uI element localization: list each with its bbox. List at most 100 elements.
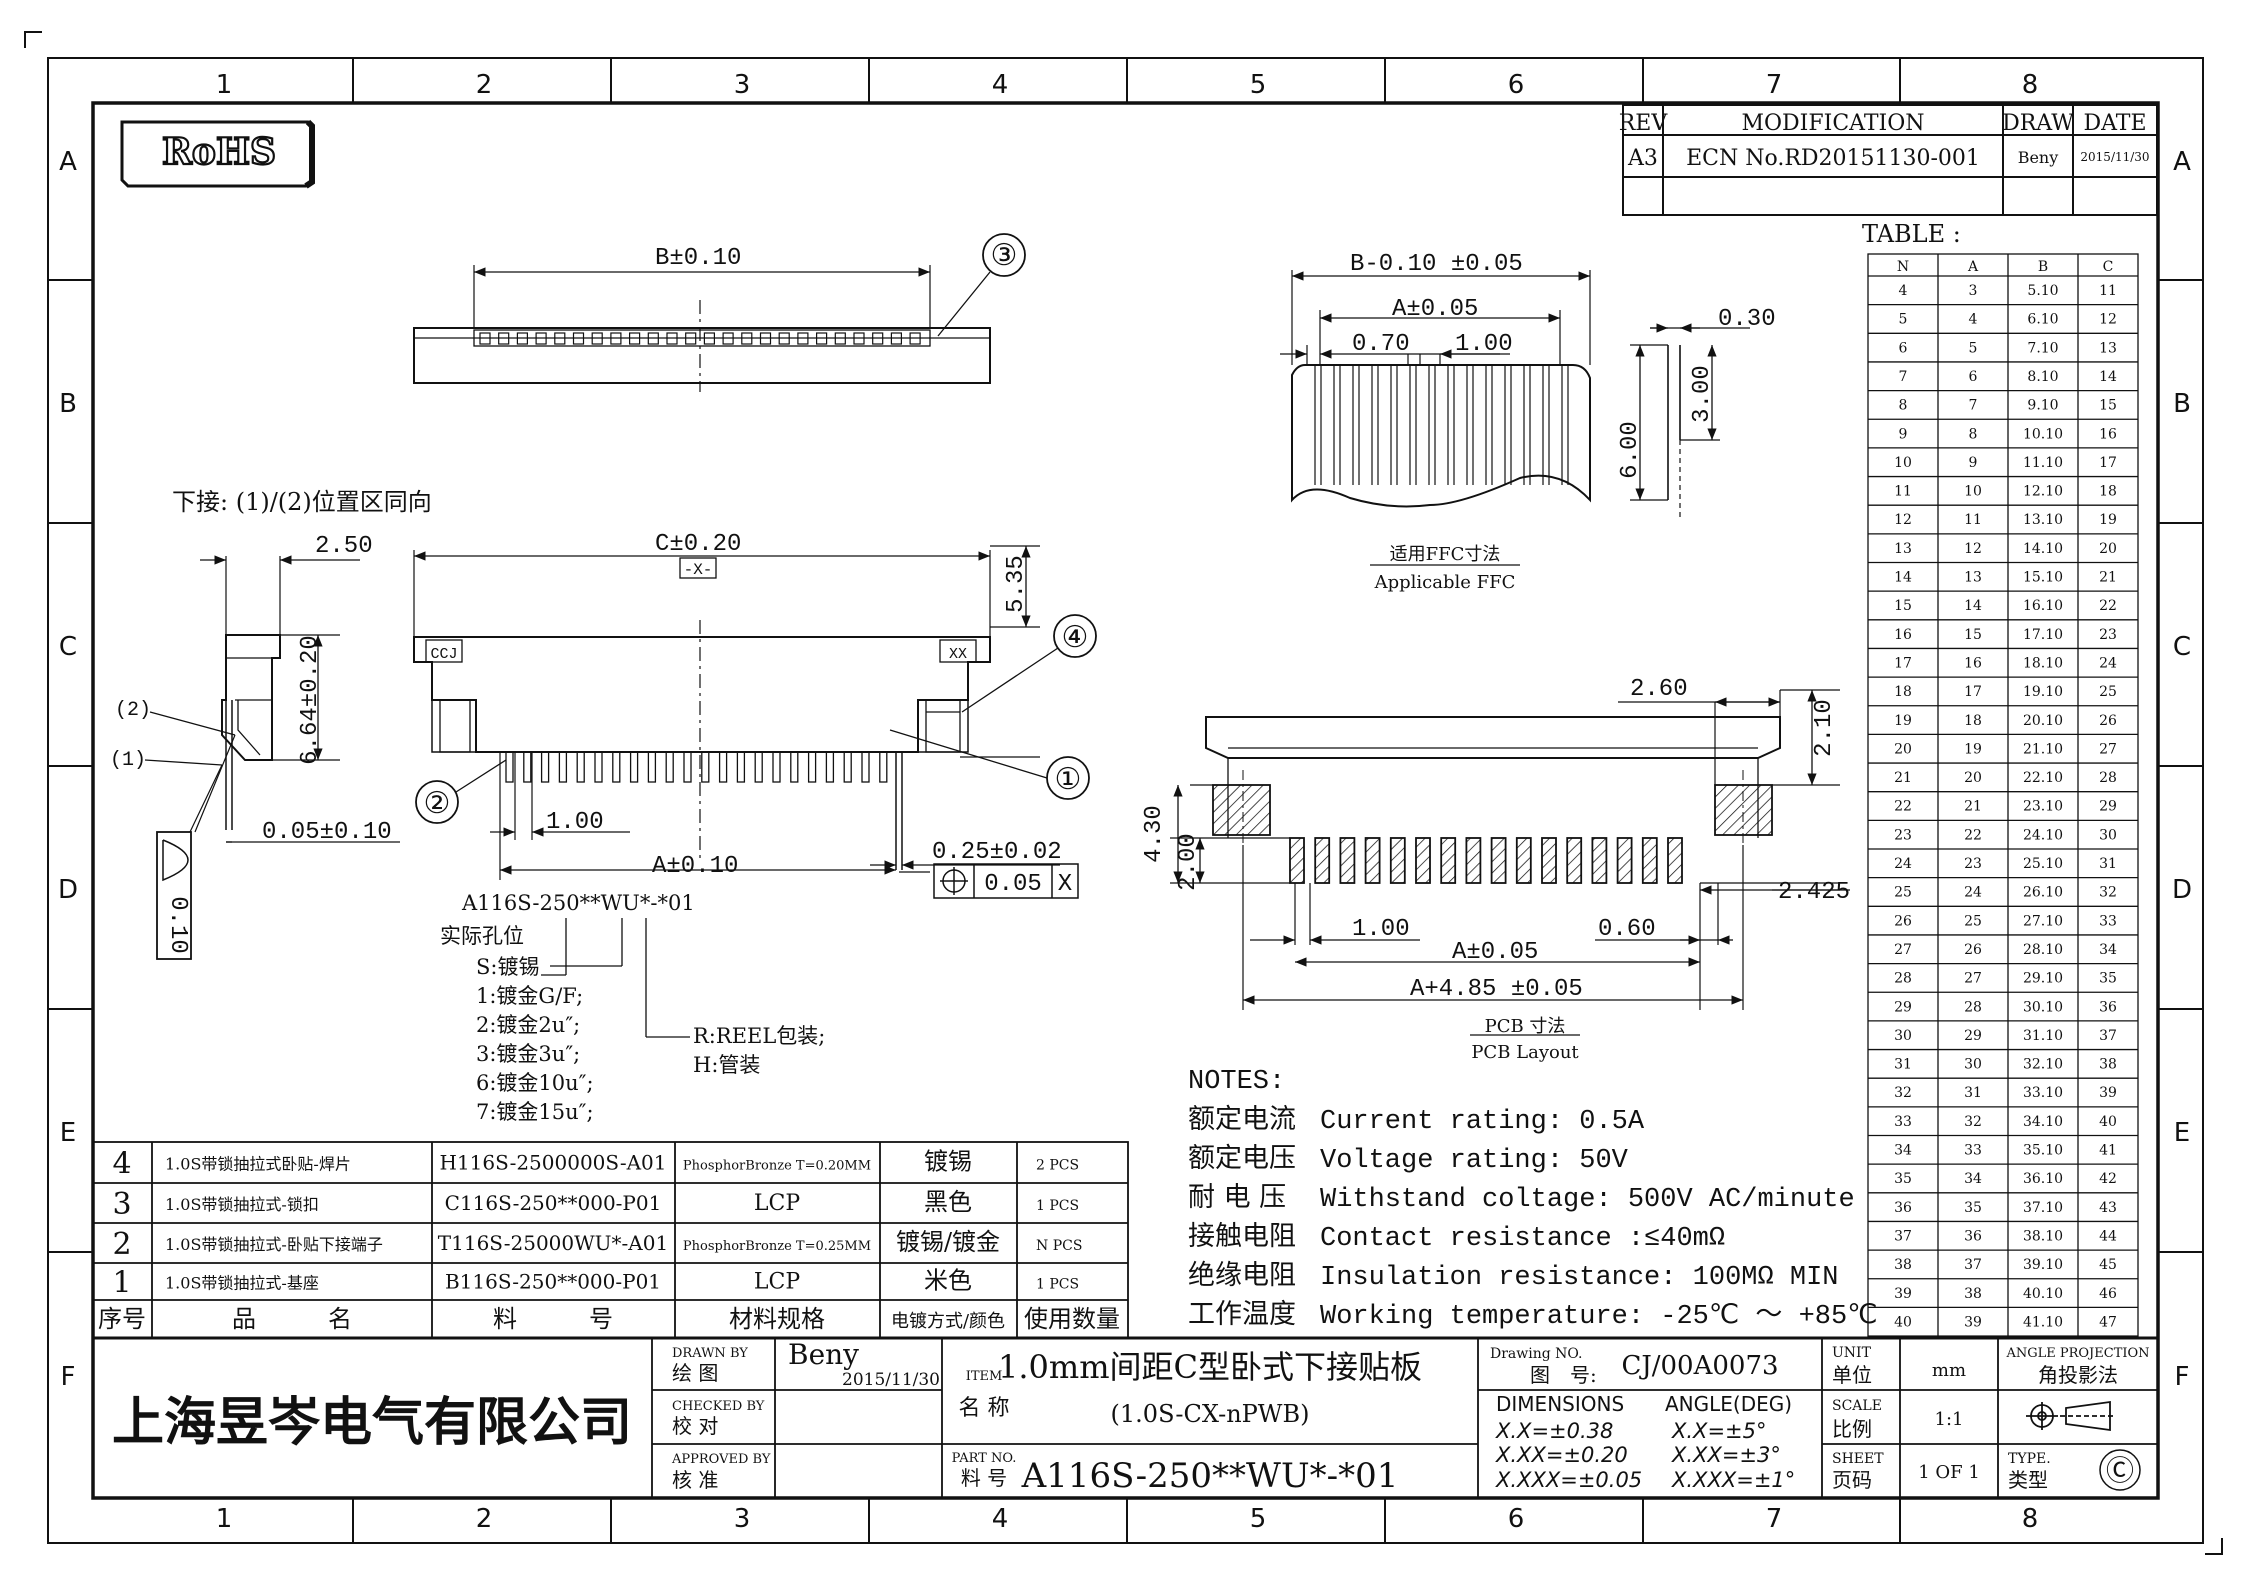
table-cell: 40 (1894, 1314, 1912, 1330)
bom-cell: 1.0S带锁抽拉式-基座 (165, 1274, 319, 1293)
dim-b-top: B±0.10 (655, 245, 741, 272)
table-cell: 47 (2099, 1314, 2117, 1330)
front-terminal (807, 751, 817, 783)
table-cell: 10 (1964, 484, 1982, 500)
table-header: N (1897, 259, 1909, 275)
bom-cell: N PCS (1036, 1238, 1082, 1254)
dim-260: 2.60 (1630, 676, 1688, 703)
table-cell: 11 (1964, 512, 1982, 528)
top-contact (572, 332, 585, 345)
top-contact (666, 332, 678, 345)
side-view (144, 555, 400, 960)
top-contact (647, 332, 659, 345)
table-cell: 17 (1964, 684, 1982, 700)
table-cell: 24 (1964, 885, 1982, 901)
table-cell: 39 (1964, 1314, 1982, 1330)
table-cell: 37 (2099, 1028, 2117, 1044)
table-cell: 38 (2099, 1057, 2117, 1073)
table-cell: 23 (1964, 856, 1982, 872)
item-en: ITEM (966, 1369, 1003, 1384)
table-cell: 8 (1899, 398, 1908, 414)
table-cell: 29 (1894, 999, 1912, 1015)
table-cell: 39.10 (2023, 1257, 2063, 1273)
zone-col-top: 6 (1508, 70, 1525, 100)
top-contact (759, 332, 772, 345)
callout-3: ③ (991, 238, 1018, 273)
bom-cell: 1 PCS (1036, 1198, 1079, 1214)
table-cell: 45 (2099, 1257, 2117, 1273)
pcb-pad (1364, 837, 1381, 884)
table-cell: 28.10 (2023, 942, 2063, 958)
bom-cell: B116S-250**000-P01 (445, 1270, 661, 1294)
top-contact (610, 332, 622, 345)
table-cell: 13 (2099, 340, 2117, 356)
table-cell: 14 (1964, 598, 1982, 614)
bom-cell: C116S-250**000-P01 (445, 1191, 662, 1215)
rev-cell: A3 (1627, 146, 1658, 171)
zone-col-top: 5 (1250, 70, 1267, 100)
drawn-by-en: DRAWN BY (672, 1346, 748, 1361)
table-cell: 20 (2099, 541, 2117, 557)
plating-s: S:镀锡 (476, 955, 539, 979)
table-cell: 33 (1894, 1114, 1912, 1130)
top-contact (535, 332, 547, 345)
plating-6: 6:镀金10u″; (476, 1071, 594, 1095)
top-contact (890, 332, 903, 345)
top-contact (797, 332, 809, 345)
ffc-caption-en: Applicable FFC (1374, 572, 1516, 593)
pcb-pad (1667, 837, 1683, 884)
callout-2: ② (424, 786, 451, 821)
top-contact (591, 332, 603, 345)
title-block: 上海昱岑电气有限公司 DRAWN BY 绘 图 Beny 2015/11/30 … (91, 1336, 2160, 1500)
dim-a-front: A±0.10 (652, 853, 738, 880)
bom-cell: LCP (754, 1270, 800, 1295)
bom-cell: PhosphorBronze T=0.25MM (683, 1239, 871, 1254)
dim-ffc-b: B-0.10 ±0.05 (1350, 251, 1523, 278)
tol-xxx: X.XX=±0.20 (1495, 1443, 1628, 1467)
rev-cell: Beny (2018, 148, 2059, 167)
projection-symbol-icon (2026, 1400, 2116, 1432)
table-cell: 12 (1964, 541, 1982, 557)
table-cell: 13 (1894, 541, 1912, 557)
zone-row-right: F (2175, 1362, 2190, 1392)
bom-cell: 镀锡/镀金 (896, 1228, 1000, 1256)
pcb-pad (1389, 837, 1406, 884)
top-contact (853, 332, 865, 345)
zone-row-left: C (59, 632, 77, 662)
side-label-1: (1) (110, 749, 146, 772)
notes: NOTES: 额定电流 Current rating: 0.5A 额定电压 Vo… (1188, 1067, 1878, 1332)
table-cell: 39 (1894, 1286, 1912, 1302)
table-cell: 19 (1894, 713, 1912, 729)
table-cell: 11 (2099, 283, 2117, 299)
top-view-labels: B±0.10 ③ (655, 238, 1017, 273)
bom-cell: 3 (112, 1187, 131, 1222)
tol-value: 0.05 (984, 871, 1042, 898)
corner-marks (24, 31, 2223, 1555)
table-cell: 29 (1964, 1028, 1982, 1044)
dim-pitch-pcb: 1.00 (1352, 916, 1410, 943)
table-cell: 20 (1894, 741, 1912, 757)
side-label-2: (2) (115, 699, 151, 722)
table-cell: 7 (1899, 369, 1908, 385)
checked-by-en: CHECKED BY (672, 1399, 765, 1414)
bom-header: 料 号 (493, 1305, 613, 1333)
dim-2425: 2.425 (1778, 879, 1850, 906)
table-cell: 37 (1894, 1228, 1912, 1244)
table-cell: 42 (2099, 1171, 2117, 1187)
drawing-subtitle: (1.0S-CX-nPWB) (1111, 1400, 1310, 1428)
table-cell: 18 (1894, 684, 1912, 700)
table-cell: 21 (2099, 570, 2117, 586)
note-en: Voltage rating: 50V (1320, 1146, 1629, 1176)
table-cell: 15.10 (2023, 570, 2063, 586)
table-cell: 28 (2099, 770, 2117, 786)
rohs-badge: RoHS (120, 119, 315, 189)
zone-labels: 1 2 3 4 5 6 7 8 1 2 3 4 5 6 7 8 A B C D … (58, 70, 2192, 1534)
table-cell: 44 (2099, 1228, 2117, 1244)
zone-col-top: 2 (476, 70, 493, 100)
table-cell: 21 (1964, 799, 1982, 815)
callout-4: ④ (1062, 620, 1089, 655)
top-contact (778, 332, 790, 345)
pcb-pad (1415, 837, 1431, 884)
table-cell: 32.10 (2023, 1057, 2063, 1073)
